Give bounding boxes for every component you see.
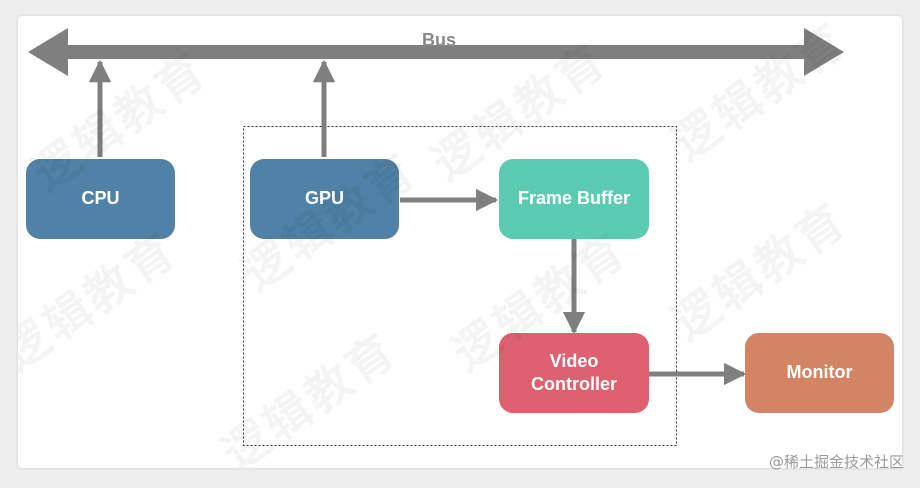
gpu-node: GPU [250, 159, 399, 239]
bus-label: Bus [422, 30, 457, 50]
cpu-node: CPU [26, 159, 175, 239]
diagram-canvas: Bus CPU GPU Frame Buffer Video Controlle… [18, 16, 902, 468]
diagram-svg [28, 28, 844, 446]
gpu-label: GPU [304, 188, 344, 209]
monitor-label: Monitor [786, 362, 853, 383]
gpu-subsystem-boundary [243, 126, 677, 446]
video-controller-label: Video Controller [530, 350, 617, 394]
monitor-node: Monitor [745, 333, 894, 413]
frame-buffer-label: Frame Buffer [517, 188, 631, 209]
frame-buffer-node: Frame Buffer [499, 159, 649, 239]
video-controller-node: Video Controller [499, 333, 649, 413]
cpu-label: CPU [81, 188, 120, 209]
bus-arrow [28, 28, 844, 76]
credit-text: @稀土掘金技术社区 [768, 453, 904, 471]
